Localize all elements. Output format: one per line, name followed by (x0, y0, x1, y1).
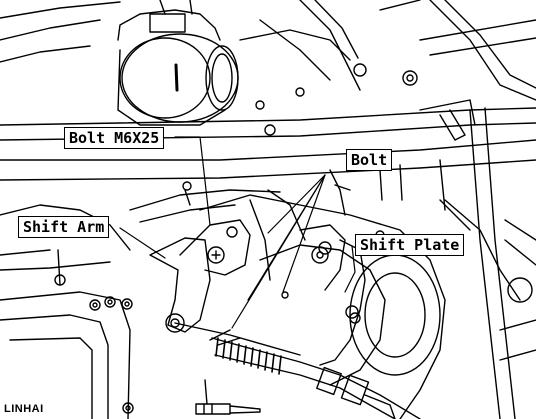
frame-posts (379, 107, 516, 419)
shift-cable (174, 322, 421, 419)
cable-spring (215, 337, 282, 375)
side-cover (0, 249, 134, 419)
callout-bolt-m6x25: Bolt M6X25 (64, 127, 165, 149)
callout-shift-plate: Shift Plate (355, 234, 465, 256)
callout-shift-arm: Shift Arm (18, 216, 110, 238)
leader-lines (119, 136, 356, 329)
misc-hoses (129, 169, 536, 281)
throttle-body (117, 0, 239, 126)
lower-bolt (195, 379, 261, 415)
callout-bolt: Bolt (346, 149, 393, 171)
linhai-brand-mark: LINHAI (4, 403, 44, 415)
shift-arm-part (149, 219, 251, 333)
upper-frame (0, 0, 536, 101)
